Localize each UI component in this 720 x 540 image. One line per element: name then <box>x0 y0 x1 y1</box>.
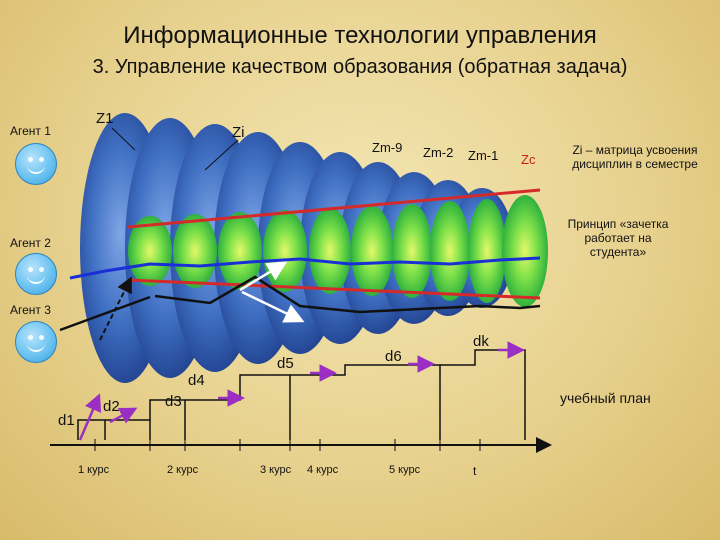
axis-label-3: 3 курс <box>260 464 292 476</box>
dk-label: dk <box>473 333 489 350</box>
zi-pointer <box>204 139 239 171</box>
z1-pointer <box>111 127 136 151</box>
axis-label-t: t <box>473 464 477 478</box>
curriculum-label: учебный план <box>560 390 651 406</box>
green-ellipse-3 <box>218 212 262 290</box>
d-arrow-2 <box>109 407 138 424</box>
zm1-label: Zm-1 <box>468 148 499 163</box>
zc-label: Zc <box>521 152 536 167</box>
axis-label-2: 2 курс <box>167 464 199 476</box>
agent-2-smiley-icon <box>15 253 57 295</box>
z1-label: Z1 <box>96 110 114 127</box>
axis-label-5: 5 курс <box>389 464 421 476</box>
green-ellipses <box>128 195 548 307</box>
green-ellipse-1 <box>128 216 172 286</box>
axis-ticks <box>94 439 481 451</box>
d4-label: d4 <box>188 372 205 389</box>
agent-1-smiley-icon <box>15 143 57 185</box>
blue-trajectory <box>69 256 541 280</box>
agent-3-label: Агент 3 <box>10 303 51 317</box>
green-ellipse-10 <box>502 195 548 307</box>
d5-label: d5 <box>277 355 294 372</box>
axis-label-4: 4 курс <box>307 464 339 476</box>
green-ellipse-7 <box>392 204 432 298</box>
d-arrow-1 <box>78 393 102 441</box>
agent-1-label: Агент 1 <box>10 124 51 138</box>
red-lower-line <box>127 278 541 300</box>
page-subtitle: 3. Управление качеством образования (обр… <box>92 56 628 78</box>
axis-label-1: 1 курс <box>78 464 110 476</box>
page-title: Информационные технологии управления <box>123 22 597 49</box>
white-arrow-up <box>239 261 288 292</box>
white-arrow-down <box>241 290 305 323</box>
d6-label: d6 <box>385 348 402 365</box>
green-ellipse-8 <box>430 201 470 301</box>
red-upper-line <box>127 188 541 229</box>
black-dashed-arrow <box>99 276 132 341</box>
zm2-label: Zm-2 <box>423 145 454 160</box>
black-trajectory-entry <box>59 295 151 332</box>
d2-label: d2 <box>103 398 120 415</box>
d3-label: d3 <box>165 393 182 410</box>
principle-note: Принцип «зачетка работает на студента» <box>567 217 669 259</box>
zi-legend: Zi – матрица усвоения дисциплин в семест… <box>572 143 698 171</box>
green-ellipse-2 <box>173 214 217 288</box>
green-ellipse-4 <box>263 210 307 292</box>
agent-3-smiley-icon <box>15 321 57 363</box>
zm9-label: Zm-9 <box>372 140 403 155</box>
d-arrows <box>78 341 525 441</box>
black-trajectory <box>154 275 541 314</box>
green-ellipse-9 <box>468 199 506 303</box>
green-ellipse-6 <box>351 206 393 296</box>
green-ellipse-5 <box>309 208 351 294</box>
zi-label: Zi <box>232 124 245 141</box>
blue-ellipses <box>80 113 514 383</box>
agent-2-label: Агент 2 <box>10 236 51 250</box>
d1-label: d1 <box>58 412 75 429</box>
